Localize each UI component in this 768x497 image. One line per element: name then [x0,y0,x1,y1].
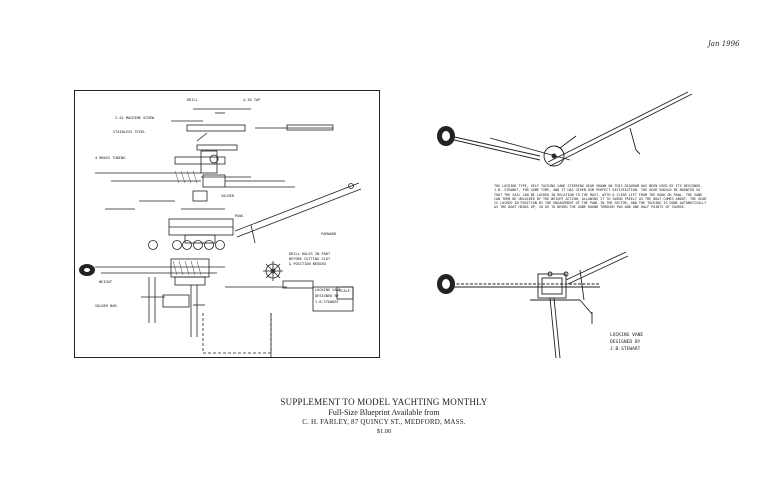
label-machine-screw: 2-52 MACHINE SCREW [115,116,154,120]
label-designer: DESIGNED BY [315,294,339,298]
label-forward: FORWARD [321,232,337,236]
label-position-needed: & POSITION NEEDED [289,262,326,266]
vane-plan-view [437,251,629,359]
label-locking-vane: LOCKING VANE [315,288,341,292]
vane-side-elevation [437,91,693,167]
label-scale: SCALE [339,289,350,293]
label-drill-holes: DRILL HOLES IN PART [289,252,331,256]
label-designer-name: J.B.STEWART [315,300,339,304]
label-drill: DRILL [187,98,198,102]
label-weight: WEIGHT [99,280,112,284]
footer-price: $1.00 [376,428,392,435]
blueprint-sheet: DRILL 4-36 TAP 2-52 MACHINE SCREW STAINL… [74,90,380,358]
footer-address: C. H. FARLEY, 87 QUINCY ST., MEDFORD, MA… [302,418,466,426]
caption-locking-vane: LOCKING VANE [610,333,644,338]
label-solder-bar: SOLDER BAR [95,304,117,308]
label-solder: SOLDER [221,194,234,198]
label-pawl: PAWL [235,214,244,218]
caption-designed-by: DESIGNED BY [610,340,641,345]
label-before-cutting: BEFORE CUTTING SLOT [289,257,331,261]
blueprint-drawing [79,108,362,357]
caption-designer-name: J.B.STEWART [610,347,641,352]
footer-subtitle: Full-Size Blueprint Available from [328,408,440,417]
label-brass-tubing: 4 BRASS TUBING [95,156,126,160]
date-note: Jan 1996 [708,40,740,48]
footer-title: SUPPLEMENT TO MODEL YACHTING MONTHLY [280,397,488,407]
description-text: The locking type, self tacking vane stee… [494,184,707,210]
label-tap: 4-36 TAP [243,98,261,102]
label-stainless-steel: STAINLESS STEEL [113,130,146,134]
